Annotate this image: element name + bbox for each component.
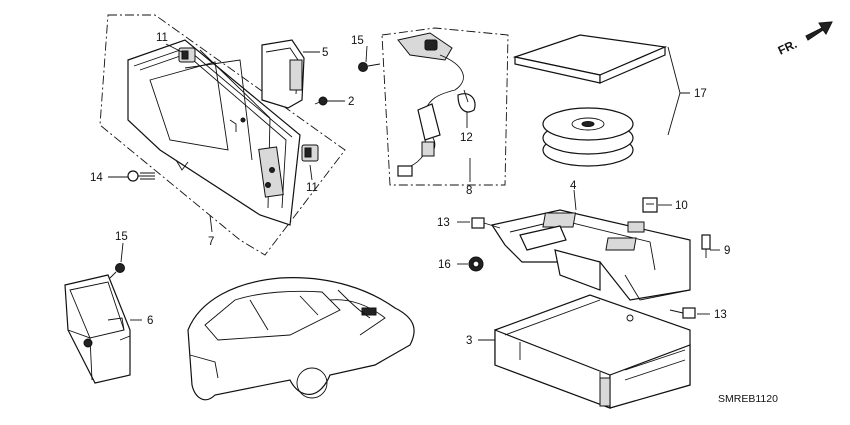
bolt-part-13-top[interactable] — [471, 217, 501, 229]
bolt-part-13-bottom[interactable] — [669, 307, 696, 319]
callout-13-bottom: 13 — [714, 309, 727, 321]
control-unit-part-6[interactable] — [64, 274, 131, 384]
cable-assembly-boundary — [381, 27, 509, 186]
callout-13-top: 13 — [437, 217, 450, 229]
callout-3: 3 — [466, 335, 472, 347]
callout-16: 16 — [438, 259, 451, 271]
screw-part-15-top[interactable] — [358, 62, 381, 72]
diagram-code: SMREB1120 — [718, 393, 778, 405]
bolt-part-9[interactable] — [701, 234, 711, 258]
clip-part-11-top[interactable] — [178, 47, 196, 63]
navigation-disc-sleeve-part-17[interactable] — [512, 34, 668, 84]
meter-assembly-boundary — [99, 14, 346, 256]
nut-part-16[interactable] — [468, 256, 484, 272]
callout-2: 2 — [348, 96, 354, 108]
meter-control-unit-part-5[interactable] — [261, 39, 305, 109]
vehicle-outline — [187, 277, 415, 401]
clip-part-11-right[interactable] — [301, 144, 319, 162]
navigation-disc-part-17[interactable] — [542, 107, 634, 167]
meter-assembly[interactable] — [127, 39, 301, 226]
callout-4: 4 — [570, 180, 577, 192]
callout-9: 9 — [724, 245, 730, 257]
callout-6: 6 — [147, 315, 153, 327]
screw-part-15-left[interactable] — [109, 263, 125, 279]
bracket-part-4[interactable] — [491, 209, 691, 301]
callout-8: 8 — [466, 185, 472, 197]
callout-11-top: 11 — [156, 32, 168, 44]
callout-5: 5 — [322, 47, 328, 59]
callout-7: 7 — [208, 236, 214, 248]
antenna-cable-part-8[interactable] — [397, 32, 464, 177]
screw-part-14[interactable] — [127, 170, 155, 182]
callout-15-top: 15 — [351, 35, 364, 47]
front-direction-indicator: FR. — [776, 21, 833, 58]
clamp-part-12[interactable] — [457, 89, 476, 113]
callout-14: 14 — [90, 172, 103, 184]
clip-part-10[interactable] — [642, 197, 658, 213]
callout-11-right: 11 — [306, 182, 318, 194]
screw-part-2[interactable] — [314, 96, 328, 106]
callout-12: 12 — [460, 132, 473, 144]
front-arrow-icon — [805, 21, 833, 41]
navigation-unit-part-3[interactable] — [494, 294, 691, 409]
callout-10: 10 — [675, 200, 688, 212]
leader-lines — [108, 43, 720, 341]
callout-numbers: 11 5 2 15 11 14 7 15 6 12 8 17 4 10 9 13… — [90, 32, 730, 347]
front-direction-label: FR. — [776, 37, 799, 58]
callout-17: 17 — [694, 88, 707, 100]
callout-15-left: 15 — [115, 231, 128, 243]
